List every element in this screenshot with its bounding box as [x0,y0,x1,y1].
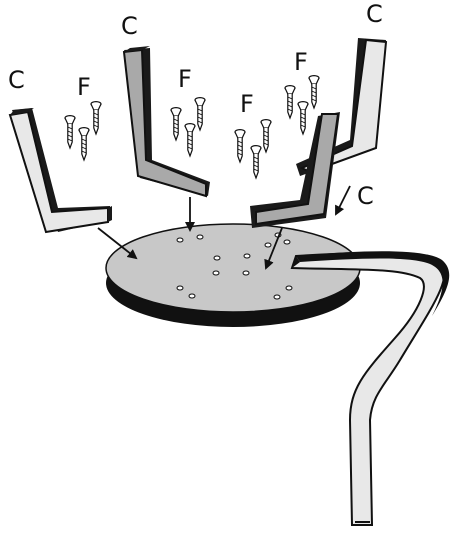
screw-group-mid-right [234,118,272,179]
screw [184,122,196,157]
bracket-right-front [250,112,340,228]
hole [273,294,281,300]
label-c: C [357,182,374,210]
tube-shadow [296,251,450,316]
seat-plate [105,223,361,327]
backrest-tube [290,251,450,526]
hole [176,285,184,291]
hole [212,270,220,276]
label-f: F [294,48,308,76]
screw-holes [176,232,293,300]
hole [283,239,291,245]
arrow [264,227,283,270]
screw-group-right [284,74,320,135]
arrow [335,185,351,216]
screw [234,129,246,163]
hole [176,237,184,243]
hole [188,293,196,299]
screw [64,114,76,149]
bracket-left [8,108,112,234]
screw [260,118,272,153]
screw [194,96,206,131]
hole [264,242,272,248]
label-f: F [178,65,192,93]
screw-group-left [64,100,102,161]
screw-group-center [170,96,206,157]
assembly-arrows [97,185,351,270]
label-c: C [8,66,25,94]
screw [284,84,296,119]
hole [243,253,251,259]
hole [242,270,250,276]
screw [90,100,102,135]
label-f: F [77,73,91,101]
screw [250,145,262,179]
hole [285,285,293,291]
label-f: F [240,90,254,118]
bracket-right-back [296,38,388,176]
arrow [97,227,138,260]
bracket-face [255,113,340,226]
part-labels: C C C C F F F F [8,0,383,210]
bracket-center [122,46,210,198]
screw [78,126,90,161]
screw [170,106,182,141]
label-c: C [121,12,138,40]
hole [213,255,221,261]
bracket-face [8,110,109,234]
hole [196,234,204,240]
screw [308,74,320,109]
bracket-face [122,48,207,198]
screw [297,100,309,135]
label-c: C [366,0,383,28]
bracket-shadow [12,108,110,232]
